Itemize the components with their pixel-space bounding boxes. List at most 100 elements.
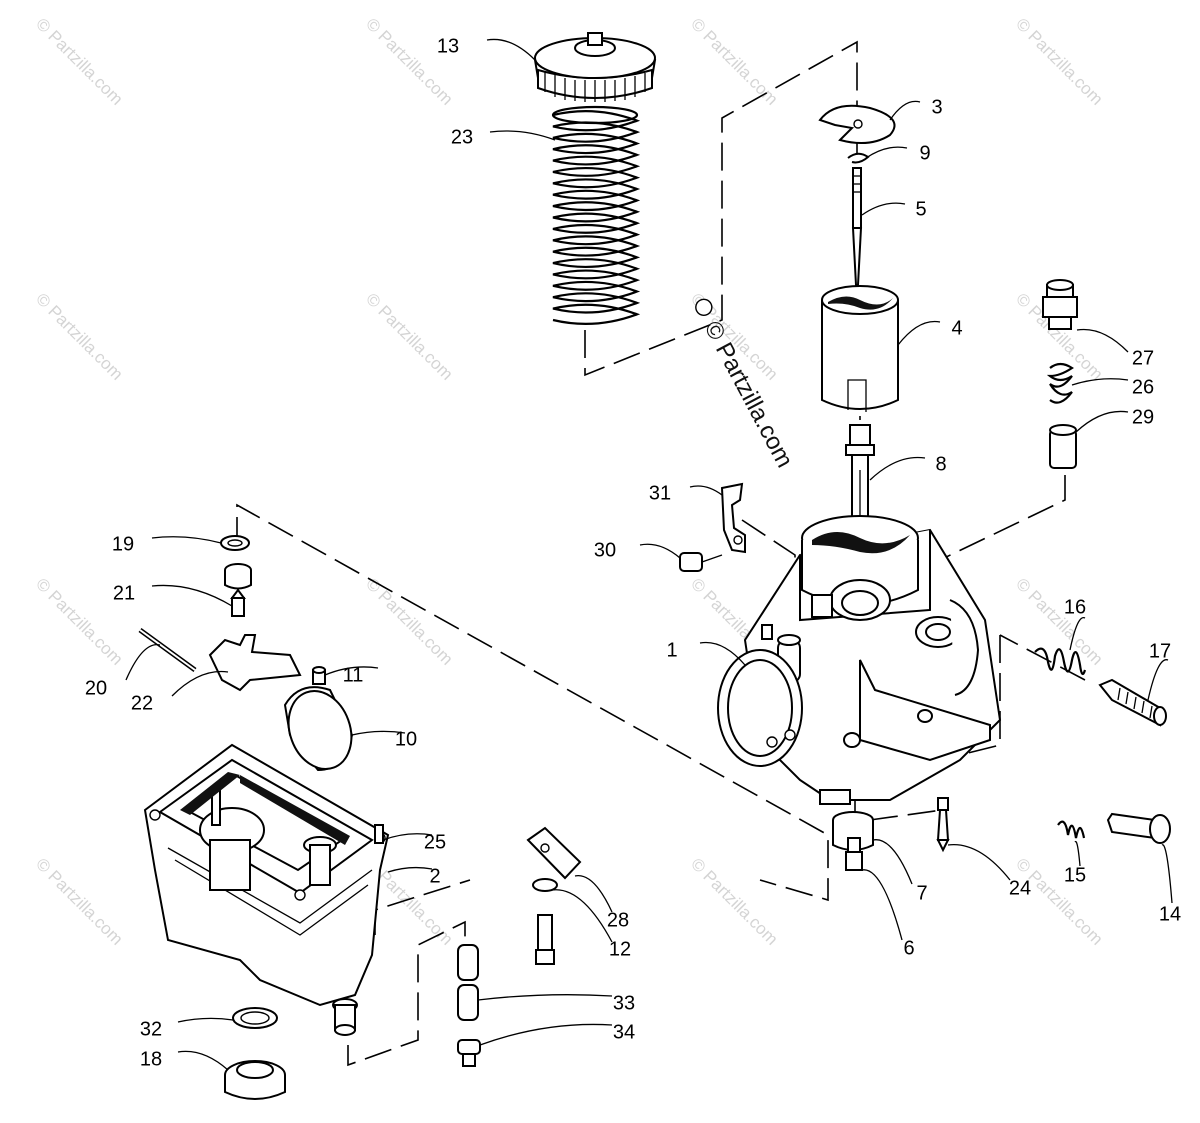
part-18-drain-plug [224,1060,286,1100]
callout-label-31: 31 [649,482,671,504]
callout-label-25: 25 [424,831,446,853]
part-30-screw [679,552,723,572]
leader-line-13 [486,38,536,61]
callout-label-5: 5 [915,198,926,220]
leader-line-30 [639,543,681,559]
callout-label-18: 18 [140,1048,162,1070]
callout-label-15: 15 [1064,864,1086,886]
part-34-screw [457,1039,481,1067]
leader-line-4 [897,320,941,346]
callout-label-10: 10 [395,728,417,750]
watermark-text: © Partzilla.com [32,14,126,108]
leader-line-12 [551,889,613,943]
callout-label-28: 28 [607,909,629,931]
callout-label-11: 11 [343,664,364,686]
leader-line-2 [387,866,433,873]
center-watermark: © Partzilla.com [695,298,798,472]
callout-label-1: 1 [666,639,677,661]
part-29-plunger [1049,424,1077,469]
leader-line-22 [171,670,229,697]
part-21-needle-valve [224,563,252,617]
leader-line-18 [177,1050,229,1071]
leader-line-16 [1069,616,1086,651]
part-15-spring [1057,820,1086,839]
part-20-pin [138,627,197,673]
watermark-text: © Partzilla.com [1012,14,1106,108]
leader-line-21 [151,584,233,607]
watermark-text: © Partzilla.com [362,289,456,383]
leader-line-27 [1076,328,1129,353]
callout-label-22: 22 [131,692,153,714]
part-31-bracket [720,482,746,554]
leader-line-25 [382,833,433,841]
part-13-cap [533,32,657,102]
leader-line-29 [1075,410,1129,433]
callout-label-33: 33 [613,992,635,1014]
callout-labels: 1323395427262983130192120221110116172522… [85,35,1181,1070]
part-7-main-jet-holder [832,811,874,851]
part-28-plate [526,826,582,880]
leader-line-11 [324,666,379,676]
spring-end-ring [551,105,639,125]
callout-label-23: 23 [451,126,473,148]
watermark-text: © Partzilla.com [687,854,781,948]
callout-label-34: 34 [613,1021,635,1043]
callout-label-7: 7 [916,882,927,904]
callout-label-13: 13 [437,35,459,57]
leader-line-3 [889,100,921,121]
part-22-float-arm [208,634,302,692]
callout-label-17: 17 [1149,640,1171,662]
leader-line-7 [872,839,913,885]
leader-line-8 [869,456,926,481]
part-2-float-bowl [143,743,390,1036]
callout-label-6: 6 [903,937,914,959]
part-6-main-jet [845,837,863,871]
callout-label-21: 21 [113,582,135,604]
part-5-needle [851,167,863,286]
watermark-text: © Partzilla.com [32,854,126,948]
part-16-spring [1034,647,1087,676]
callout-label-19: 19 [112,533,134,555]
part-3-plate [818,104,896,145]
callout-label-2: 2 [429,865,440,887]
leader-line-9 [865,146,908,159]
callout-label-32: 32 [140,1018,162,1040]
spring-coil [552,110,641,325]
leader-line-15 [1074,840,1081,867]
callout-label-3: 3 [931,96,942,118]
leader-line-17 [1147,659,1169,701]
leader-line-26 [1071,378,1129,386]
callout-label-24: 24 [1009,877,1031,899]
leader-line-24 [947,843,1011,881]
leader-line-10 [351,730,406,736]
watermark-text: © Partzilla.com [32,289,126,383]
part-19-washer [220,535,250,551]
leader-line-31 [689,485,723,496]
callout-label-27: 27 [1132,347,1154,369]
part-23-spring [551,105,641,325]
callout-label-29: 29 [1132,406,1154,428]
leader-line-34 [479,1023,613,1046]
part-17-screw [1098,678,1167,727]
callout-label-26: 26 [1132,376,1154,398]
callout-label-4: 4 [951,317,962,339]
part-32-o-ring [232,1007,278,1029]
leader-line-5 [861,202,906,216]
part-25-screw [374,824,384,844]
leader-line-14 [1161,844,1173,904]
leader-line-6 [861,869,903,941]
part-4-slide [821,285,899,412]
leader-lines [125,38,1173,1071]
callout-label-20: 20 [85,677,107,699]
part-24-jet [936,797,950,853]
callout-label-16: 16 [1064,596,1086,618]
watermark-text: © Partzilla.com [687,14,781,108]
callout-label-12: 12 [609,938,631,960]
leader-line-33 [477,994,613,1001]
assembly-lines [236,40,1086,1067]
watermark-text: © Partzilla.com [1012,854,1106,948]
part-12-screw [532,878,558,965]
part-11-float-pin [312,666,326,685]
part-10-float [283,686,354,772]
